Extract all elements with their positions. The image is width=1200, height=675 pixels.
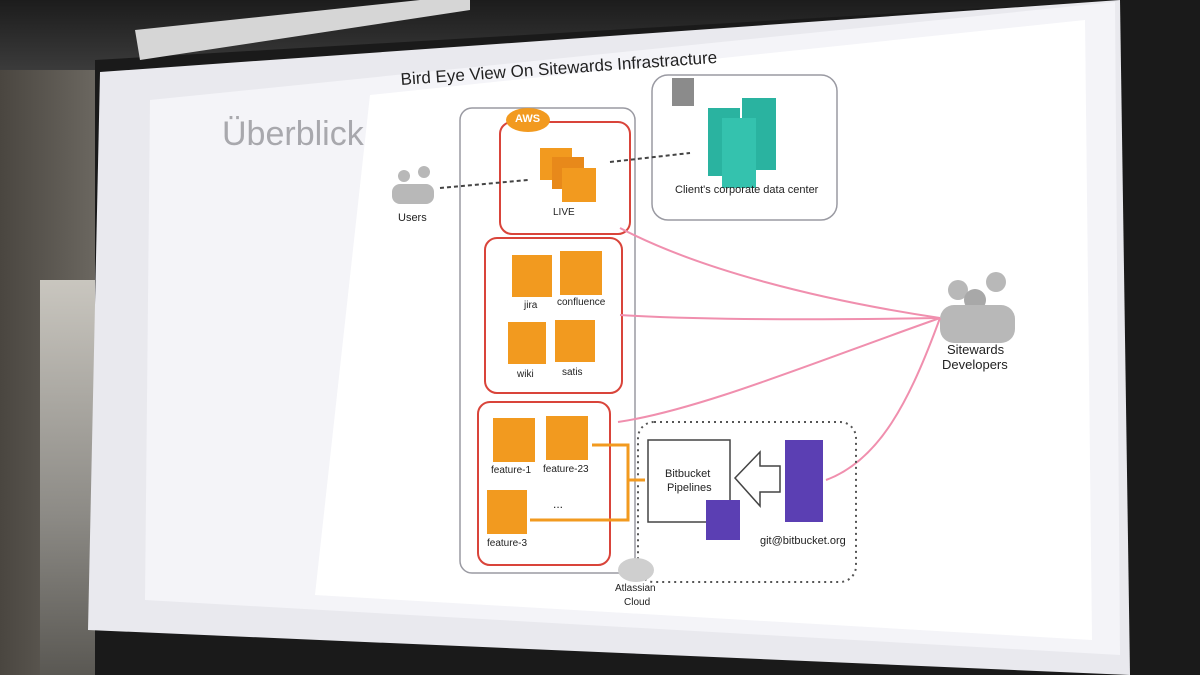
wiki-icon: [508, 322, 546, 364]
deploy-arrow: [592, 443, 645, 482]
cloud-label-line2: Cloud: [624, 597, 651, 608]
pipelines-label-line1: Bitbucket: [665, 468, 711, 480]
atlassian-cloud-icon: [618, 558, 654, 582]
git-repo-icon: [785, 440, 823, 522]
feature-label-23: feature-23: [543, 464, 589, 475]
jira-icon: [512, 255, 552, 297]
git-label: git@bitbucket.org: [760, 535, 846, 547]
feature-label-3: feature-3: [487, 538, 528, 549]
dev-to-features-arrow: [617, 317, 941, 423]
satis-icon: [555, 320, 595, 362]
pipelines-label-line2: Pipelines: [667, 482, 712, 494]
diagram-panel: [315, 20, 1092, 640]
aws-cloud-icon: [506, 108, 550, 132]
cloud-label-line1: Atlassian: [615, 583, 656, 594]
users-icon: [398, 170, 410, 182]
service-label-satis: satis: [562, 367, 583, 378]
developers-icon: [986, 272, 1006, 292]
service-label-wiki: wiki: [517, 369, 534, 380]
developers-label-line1: Sitewards: [947, 342, 1005, 357]
live-label: LIVE: [553, 207, 575, 218]
users-label: Users: [398, 212, 427, 224]
dev-to-live-arrow: [619, 227, 941, 319]
slide-title: Überblick: [222, 115, 364, 153]
live-server-icon: [562, 168, 596, 202]
aws-label: AWS: [515, 113, 541, 125]
aws-container: [459, 107, 636, 574]
users-icon: [418, 166, 430, 178]
users-icon: [392, 184, 434, 204]
screen-casing: [135, 0, 470, 60]
developers-label-line2: Developers: [942, 357, 1008, 372]
feature-ellipsis: ...: [553, 497, 564, 511]
feature-1-icon: [493, 418, 535, 462]
live-box: [499, 121, 631, 235]
features-box: [477, 401, 611, 566]
developers-icon: [948, 280, 968, 300]
users-live-link: [439, 179, 529, 189]
server-rack-icon: [722, 118, 756, 188]
feature-3-icon: [487, 490, 527, 534]
pipelines-runner-icon: [706, 500, 740, 540]
developers-icon: [940, 305, 1015, 343]
confluence-icon: [560, 251, 602, 295]
dev-to-services-arrow: [619, 314, 941, 321]
dev-to-git-arrow: [825, 317, 941, 481]
deploy-arrow: [530, 480, 630, 522]
atlassian-cloud-container: [637, 421, 857, 583]
feature-23-icon: [546, 416, 588, 460]
git-to-pipelines-arrow: [733, 450, 781, 508]
building-icon: [672, 78, 694, 106]
feature-label-1: feature-1: [491, 465, 532, 476]
datacenter-container: [651, 74, 838, 221]
datacenter-label: Client's corporate data center: [675, 184, 819, 196]
service-label-confluence: confluence: [557, 297, 606, 308]
service-label-jira: jira: [524, 300, 538, 311]
